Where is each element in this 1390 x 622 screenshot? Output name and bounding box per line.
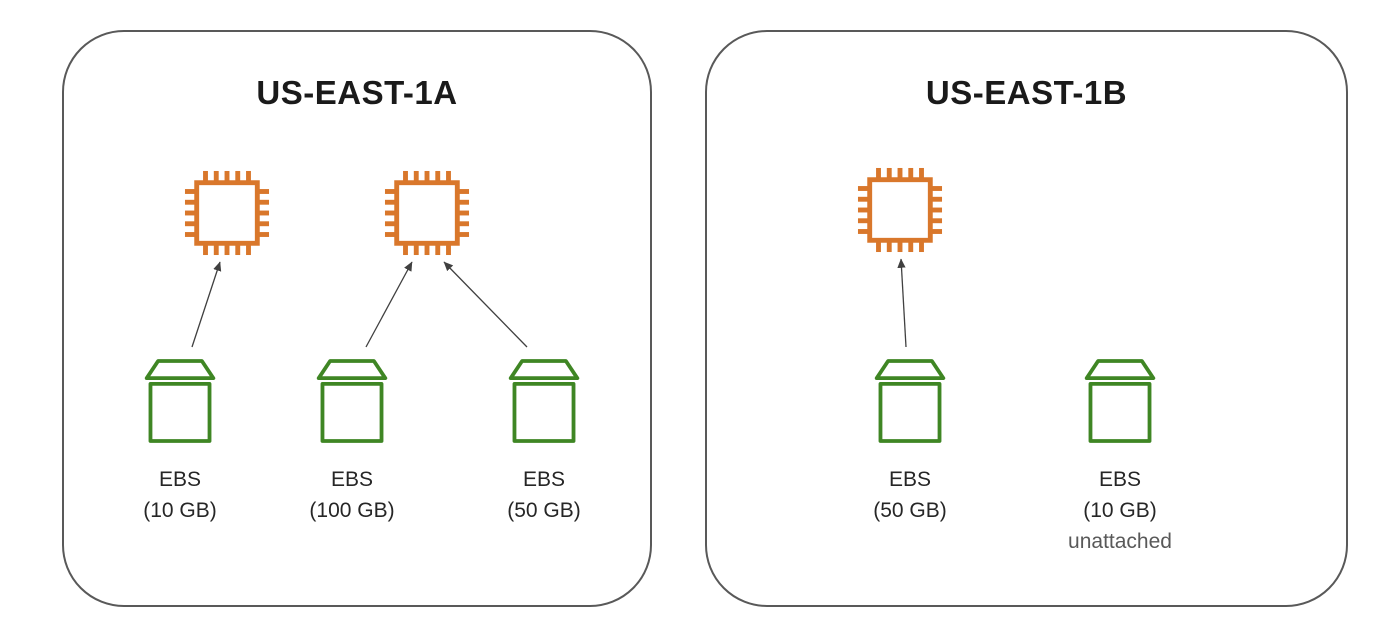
volume-label: EBS (10 GB) — [95, 464, 265, 526]
volume-type: EBS — [158, 468, 202, 491]
zone-a-title: US-EAST-1A — [256, 74, 458, 111]
volume-type: EBS — [888, 468, 932, 491]
volume-unattached-note: unattached — [1068, 530, 1172, 553]
volume-label: EBS (50 GB) — [825, 464, 995, 526]
availability-zone-b: US-EAST-1B EBS (50 GB) EBS (10 GB) unatt… — [705, 30, 1348, 607]
volume-size: (50 GB) — [873, 499, 947, 522]
ebs-volume-icon — [508, 359, 580, 443]
zone-b-title: US-EAST-1B — [925, 74, 1128, 111]
ec2-instance-icon — [857, 167, 943, 253]
ebs-volume-icon — [874, 359, 946, 443]
ebs-volume-icon — [316, 359, 388, 443]
volume-type: EBS — [330, 468, 374, 491]
volume-type: EBS — [522, 468, 566, 491]
ebs-volume-icon — [144, 359, 216, 443]
volume-label: EBS (100 GB) — [267, 464, 437, 526]
volume-size: (100 GB) — [309, 499, 395, 522]
ebs-volume-icon — [1084, 359, 1156, 443]
volume-type: EBS — [1098, 468, 1142, 491]
volume-label: EBS (10 GB) unattached — [1035, 464, 1205, 557]
ec2-instance-icon — [184, 170, 270, 256]
availability-zone-a: US-EAST-1A EBS (10 GB) — [62, 30, 652, 607]
ec2-instance-icon — [384, 170, 470, 256]
volume-size: (10 GB) — [143, 499, 217, 522]
volume-size: (50 GB) — [507, 499, 581, 522]
volume-size: (10 GB) — [1083, 499, 1157, 522]
volume-label: EBS (50 GB) — [459, 464, 629, 526]
